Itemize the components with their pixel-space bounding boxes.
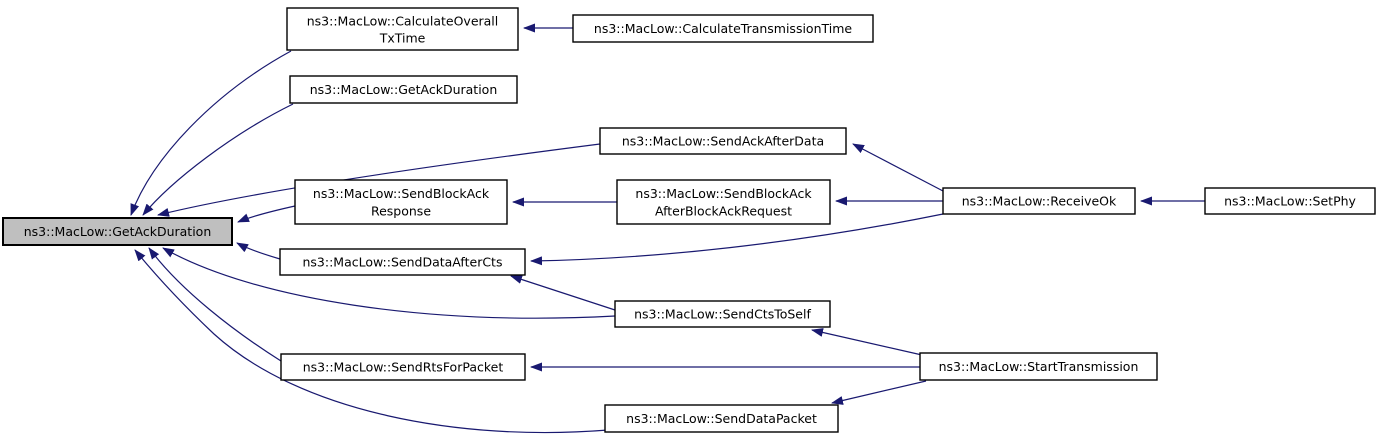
node-box xyxy=(919,352,1158,381)
node-calculate-overall-tx-time[interactable]: ns3::MacLow::CalculateOverall TxTime xyxy=(286,7,519,51)
node-get-ack-duration-overload[interactable]: ns3::MacLow::GetAckDuration xyxy=(289,75,518,104)
node-set-phy[interactable]: ns3::MacLow::SetPhy xyxy=(1204,187,1376,215)
edge-start-transmission-to-send-cts-to-self xyxy=(811,328,923,356)
edge-send-rts-for-packet-to-get-ack-duration-main xyxy=(148,247,282,362)
node-send-block-ack-after-block-ack-request[interactable]: ns3::MacLow::SendBlockAck AfterBlockAckR… xyxy=(616,179,831,225)
edge-send-data-packet-to-get-ack-duration-main xyxy=(134,249,609,434)
node-calculate-transmission-time[interactable]: ns3::MacLow::CalculateTransmissionTime xyxy=(572,14,874,43)
node-box xyxy=(616,179,831,225)
edge-receive-ok-to-send-data-after-cts xyxy=(530,213,944,266)
node-label: ns3::MacLow::SendDataAfterCts xyxy=(303,255,503,270)
node-label-line1: ns3::MacLow::CalculateOverall xyxy=(307,14,499,29)
edge-start-transmission-to-send-data-packet xyxy=(831,380,927,405)
node-label: ns3::MacLow::GetAckDuration xyxy=(310,82,498,97)
node-label: ns3::MacLow::ReceiveOk xyxy=(962,194,1117,209)
node-start-transmission[interactable]: ns3::MacLow::StartTransmission xyxy=(919,352,1158,381)
node-receive-ok[interactable]: ns3::MacLow::ReceiveOk xyxy=(942,187,1136,215)
edge-send-data-after-cts-to-get-ack-duration-main xyxy=(236,242,281,260)
node-label-line1: ns3::MacLow::SendBlockAck xyxy=(635,186,812,201)
node-label-line2: Response xyxy=(371,204,431,219)
node-box xyxy=(294,179,508,225)
node-send-cts-to-self[interactable]: ns3::MacLow::SendCtsToSelf xyxy=(614,300,831,328)
node-box xyxy=(599,127,847,155)
node-box xyxy=(289,75,518,104)
edge-send-cts-to-self-to-send-data-after-cts xyxy=(510,275,616,311)
edge-send-cts-to-self-to-get-ack-duration-main xyxy=(162,247,616,319)
node-label: ns3::MacLow::SetPhy xyxy=(1224,194,1356,209)
node-send-block-ack-response[interactable]: ns3::MacLow::SendBlockAck Response xyxy=(294,179,508,225)
node-label: ns3::MacLow::SendRtsForPacket xyxy=(303,360,504,375)
node-send-ack-after-data[interactable]: ns3::MacLow::SendAckAfterData xyxy=(599,127,847,155)
node-get-ack-duration-main[interactable]: ns3::MacLow::GetAckDuration xyxy=(2,217,233,246)
node-send-data-packet[interactable]: ns3::MacLow::SendDataPacket xyxy=(604,404,839,433)
edge-send-block-ack-response-to-get-ack-duration-main xyxy=(237,205,296,223)
node-send-rts-for-packet[interactable]: ns3::MacLow::SendRtsForPacket xyxy=(280,353,526,381)
node-label-line1: ns3::MacLow::SendBlockAck xyxy=(313,186,490,201)
node-label-line2: AfterBlockAckRequest xyxy=(655,204,792,219)
node-box xyxy=(286,7,519,51)
node-label: ns3::MacLow::StartTransmission xyxy=(939,359,1139,374)
node-box xyxy=(942,187,1136,215)
node-box xyxy=(604,404,839,433)
node-label: ns3::MacLow::SendDataPacket xyxy=(626,411,817,426)
edge-get-ack-duration-overload-to-get-ack-duration-main xyxy=(142,103,294,216)
node-label: ns3::MacLow::CalculateTransmissionTime xyxy=(594,21,853,36)
node-box xyxy=(279,248,526,276)
node-box xyxy=(614,300,831,328)
node-box xyxy=(572,14,874,43)
node-label-line2: TxTime xyxy=(379,31,426,46)
edge-calculate-overall-tx-time-to-get-ack-duration-main xyxy=(130,50,292,216)
edge-receive-ok-to-send-ack-after-data xyxy=(852,143,944,192)
node-label: ns3::MacLow::SendCtsToSelf xyxy=(634,307,811,322)
node-box xyxy=(280,353,526,381)
node-box xyxy=(2,217,233,246)
node-label: ns3::MacLow::GetAckDuration xyxy=(24,224,212,239)
node-send-data-after-cts[interactable]: ns3::MacLow::SendDataAfterCts xyxy=(279,248,526,276)
node-label: ns3::MacLow::SendAckAfterData xyxy=(622,134,824,149)
node-box xyxy=(1204,187,1376,215)
